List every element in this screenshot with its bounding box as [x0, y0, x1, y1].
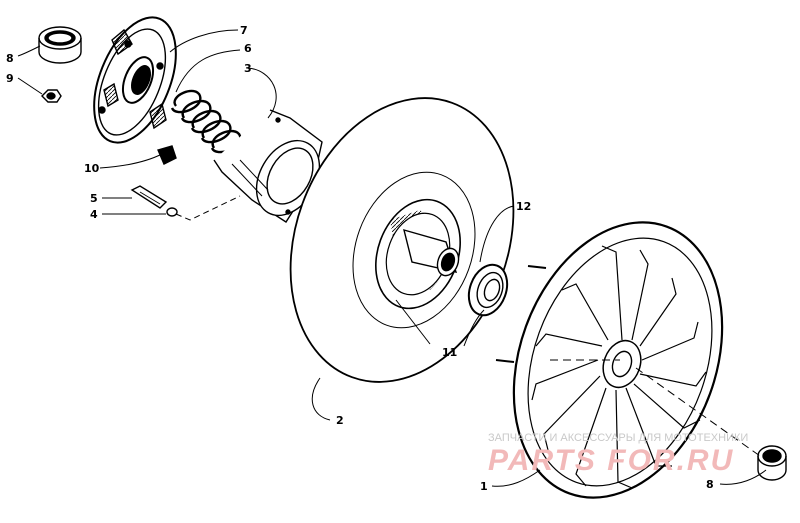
- spring-part-6: [170, 89, 247, 154]
- sheave-shaft: [403, 228, 460, 277]
- nut-part-9: [41, 89, 62, 103]
- cam-housing-part-3: [213, 109, 323, 223]
- callout-10: 10: [84, 162, 100, 175]
- callout-1: 1: [480, 480, 488, 493]
- callout-labels: 1 2 3 4 5 6 7 8 8 9 10 11 12: [6, 24, 714, 493]
- cover-plate-part-7: [93, 16, 177, 144]
- callout-12: 12: [516, 200, 531, 213]
- watermark-logo: PARTS FOR.RU: [488, 444, 734, 477]
- callout-3: 3: [244, 62, 252, 75]
- callout-7: 7: [240, 24, 248, 37]
- bolt-part-5: [130, 185, 168, 209]
- watermark-tagline: ЗАПЧАСТИ И АКСЕССУАРЫ ДЛЯ МОТОТЕХНИКИ: [488, 432, 748, 444]
- callout-2: 2: [336, 414, 344, 427]
- callout-8-bottom: 8: [706, 478, 714, 491]
- washer-part-11: [467, 263, 509, 317]
- callout-8-top: 8: [6, 52, 14, 65]
- lock-washer-part-4: [166, 207, 178, 217]
- callout-11: 11: [442, 346, 457, 359]
- watermark: ЗАПЧАСТИ И АКСЕССУАРЫ ДЛЯ МОТОТЕХНИКИ PA…: [488, 432, 748, 477]
- leader-lines: [17, 29, 767, 487]
- callout-5: 5: [90, 192, 98, 205]
- callout-9: 9: [6, 72, 14, 85]
- callout-4: 4: [90, 208, 98, 221]
- bushing-part-8-top: [38, 26, 82, 64]
- button-part-10: [157, 145, 177, 165]
- callout-6: 6: [244, 42, 252, 55]
- bushing-part-8-bottom: [757, 445, 787, 481]
